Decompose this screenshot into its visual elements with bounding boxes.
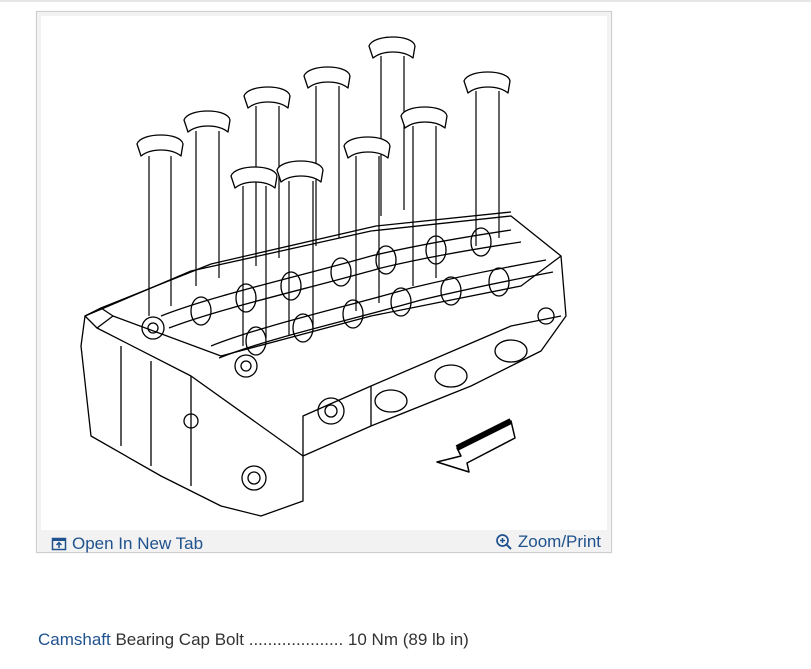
open-in-new-tab-label: Open In New Tab: [72, 534, 204, 553]
camshaft-diagram-image: [41, 16, 607, 530]
figure-toolbar: Open In New Tab Zoom/Print: [41, 530, 607, 553]
torque-spec-line: Camshaft Bearing Cap Bolt ..............…: [38, 630, 469, 650]
zoom-print-label: Zoom/Print: [517, 532, 601, 551]
camshaft-link[interactable]: Camshaft: [38, 630, 111, 649]
spec-value: 10 Nm (89 lb in): [343, 630, 469, 649]
zoom-print-link[interactable]: Zoom/Print: [495, 532, 601, 552]
spec-item-text: Bearing Cap Bolt: [110, 630, 249, 649]
top-divider: [0, 0, 811, 2]
open-in-new-tab-link[interactable]: Open In New Tab: [51, 534, 203, 554]
open-in-new-tab-icon: [51, 536, 67, 552]
figure-panel: Open In New Tab Zoom/Print: [36, 11, 612, 553]
leader-dots: ....................: [248, 630, 344, 649]
zoom-in-icon: [495, 533, 513, 551]
